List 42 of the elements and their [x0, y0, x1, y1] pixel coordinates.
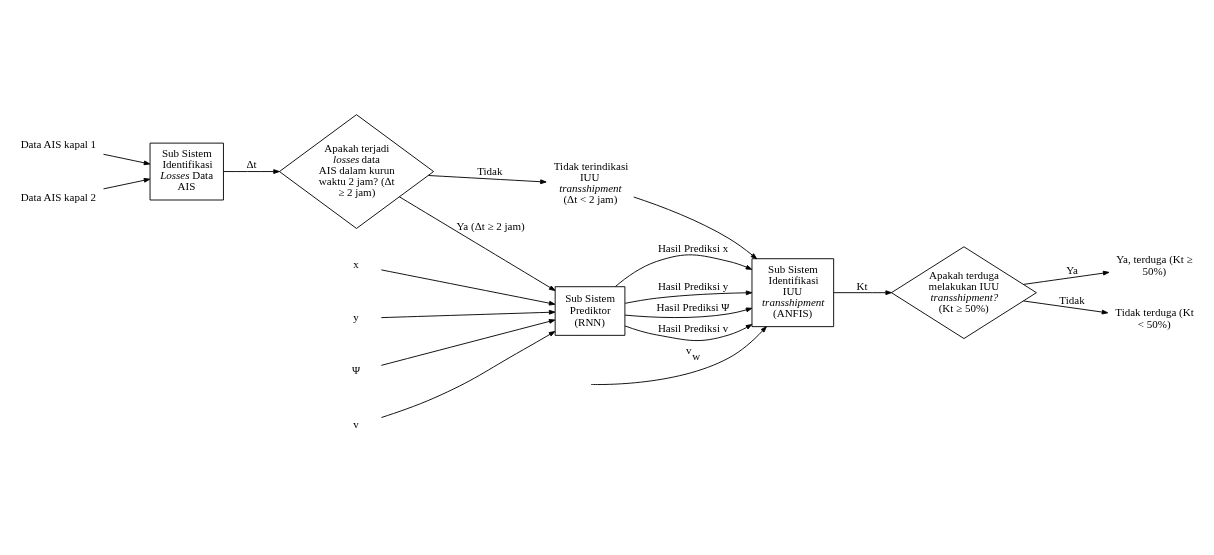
node-text: Tidak terindikasi IUU transshipment (Δt < 2 jam) — [553, 159, 629, 205]
arrow — [590, 325, 767, 385]
node-diamond: Apakah terduga melakukan IUU transshipment? (Kt ≥ 50%) — [891, 245, 1037, 339]
arrow — [428, 174, 547, 184]
arrow — [223, 168, 280, 174]
arrow — [380, 318, 556, 366]
arrow — [1023, 300, 1109, 314]
edge-label: Ya (Δt ≥ 2 jam) — [456, 219, 525, 232]
edge-label: Hasil Prediksi Ψ — [656, 300, 730, 313]
node-box: Sub Sistem Identifikasi IUU transshipment (ANFIS) — [751, 257, 835, 327]
node-text: v — [353, 417, 359, 430]
edge-label: Kt — [856, 279, 868, 292]
node-text: Data AIS kapal 2 — [20, 190, 97, 203]
arrow — [398, 195, 556, 291]
node-text: Tidak terduga (Kt < 50%) — [1115, 305, 1194, 330]
edge-label: Ya — [1066, 263, 1078, 276]
node-text: Ya, terduga (Kt ≥ 50%) — [1116, 252, 1193, 277]
arrow — [381, 330, 556, 418]
arrow — [380, 268, 556, 306]
edge-label: Hasil Prediksi y — [657, 279, 729, 292]
node-text: x — [353, 257, 359, 270]
arrow — [103, 177, 151, 189]
arrow — [633, 196, 758, 259]
node-text: y — [353, 310, 359, 323]
edge-label: Δt — [246, 157, 257, 170]
edge-label: Hasil Prediksi v — [657, 321, 729, 334]
node-box: Sub Sistem Identifikasi Losses Data AIS — [149, 142, 224, 200]
node-text: Ψ — [351, 363, 361, 376]
arrow — [833, 289, 892, 295]
arrow — [103, 153, 151, 165]
arrow — [624, 307, 753, 318]
edge-label: Hasil Prediksi x — [657, 241, 729, 254]
arrow — [380, 309, 556, 318]
edge-label: Tidak — [477, 164, 503, 177]
edge-label: Tidak — [1059, 293, 1085, 306]
arrow — [624, 289, 753, 304]
node-text: Data AIS kapal 1 — [20, 137, 97, 150]
arrow — [615, 253, 753, 287]
node-diamond: Apakah terjadi losses data AIS dalam kurun waktu 2 jam? (Δt ≥ 2 jam) — [278, 113, 435, 229]
node-box: Sub Sistem Prediktor (RNN) — [554, 285, 626, 336]
arrow — [624, 323, 753, 341]
arrow — [1023, 270, 1110, 285]
